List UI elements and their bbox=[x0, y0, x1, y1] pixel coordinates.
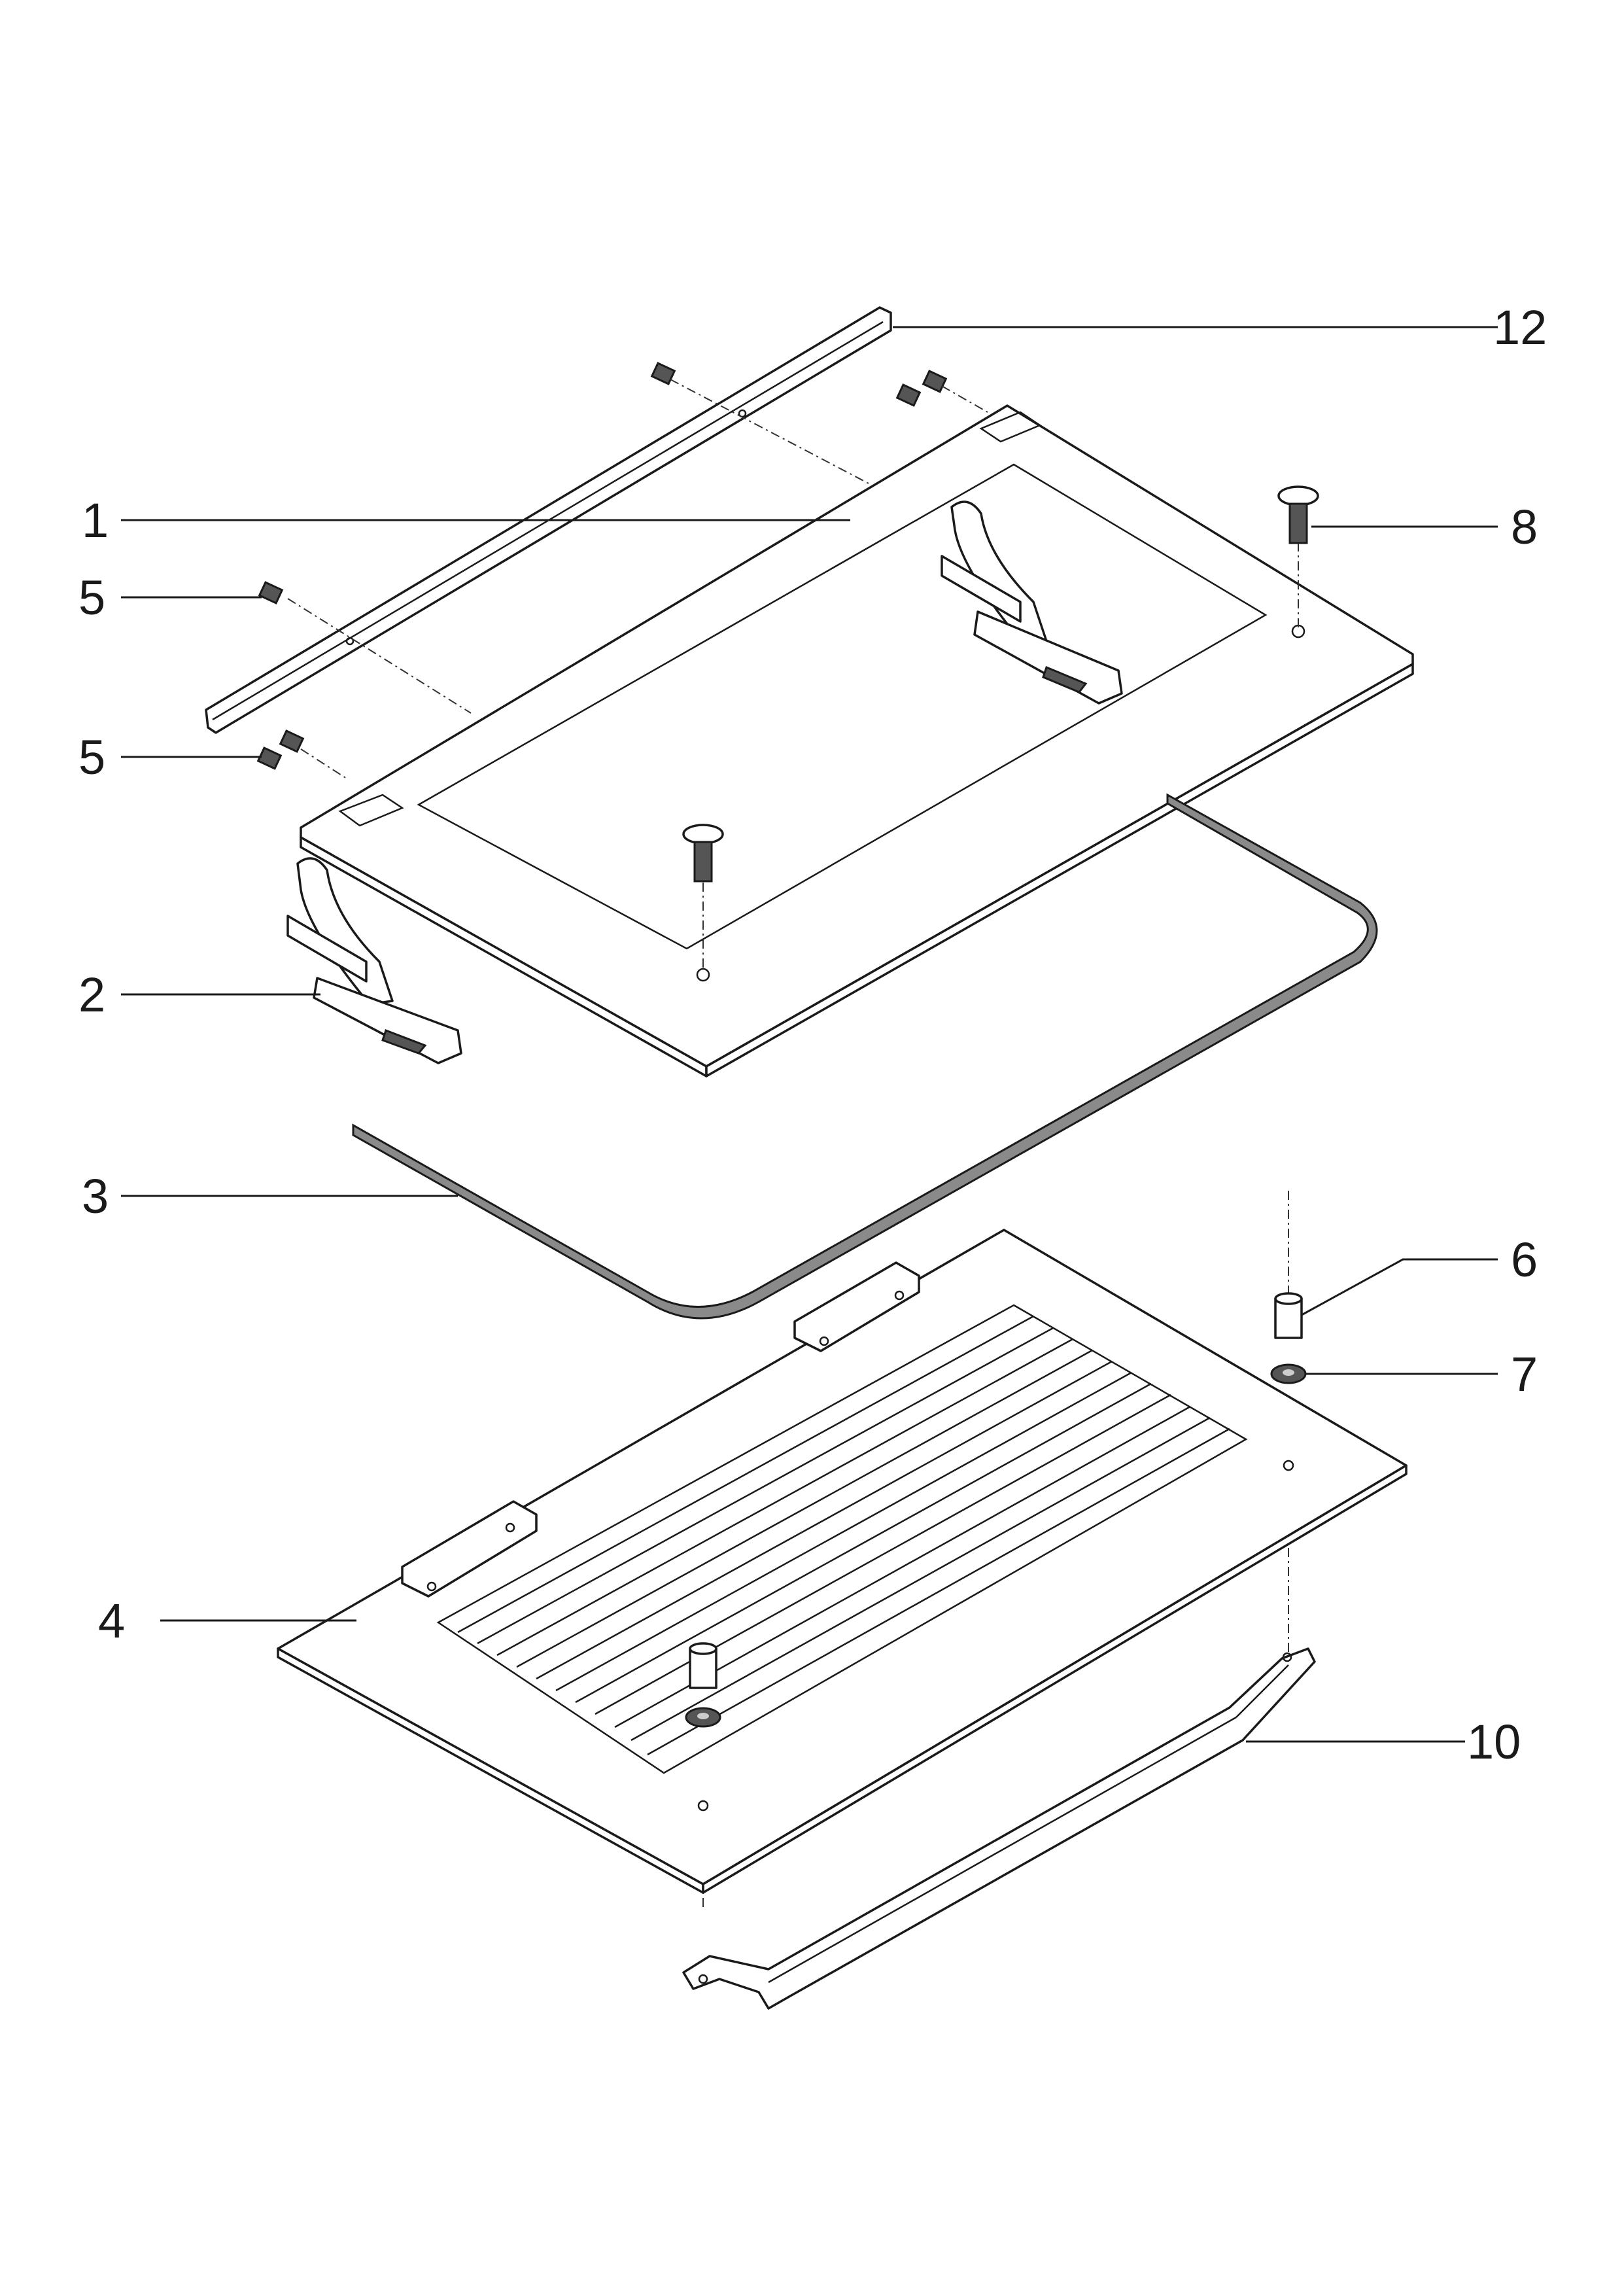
part-labels: 12 1 5 8 5 2 3 6 7 4 10 bbox=[78, 300, 1547, 1769]
hinge-right bbox=[941, 500, 1123, 705]
label-3: 3 bbox=[82, 1169, 109, 1223]
label-7: 7 bbox=[1511, 1347, 1538, 1401]
label-1: 1 bbox=[82, 493, 109, 548]
label-8: 8 bbox=[1511, 500, 1538, 554]
panel-slats bbox=[457, 1315, 1230, 1756]
label-6: 6 bbox=[1511, 1233, 1538, 1287]
part-3-gasket bbox=[352, 793, 1378, 1320]
label-5-upper: 5 bbox=[78, 570, 105, 625]
label-2: 2 bbox=[78, 968, 105, 1022]
screw-center bbox=[682, 824, 724, 883]
label-10: 10 bbox=[1467, 1715, 1521, 1769]
part-6-spacer bbox=[1274, 1292, 1303, 1339]
spacer-center bbox=[685, 1642, 721, 1728]
part-7-washer bbox=[1270, 1363, 1307, 1384]
part-8-screw bbox=[1277, 485, 1319, 544]
part-10-handle bbox=[682, 1647, 1316, 2010]
label-5-lower: 5 bbox=[78, 730, 105, 784]
label-12: 12 bbox=[1493, 300, 1547, 355]
leader-lines bbox=[121, 326, 1498, 1743]
part-5-screws bbox=[256, 362, 948, 770]
part-1-door-frame bbox=[300, 404, 1414, 1077]
label-4: 4 bbox=[98, 1594, 125, 1648]
part-2-hinge bbox=[286, 857, 462, 1064]
part-4-panel bbox=[277, 1229, 1408, 1894]
